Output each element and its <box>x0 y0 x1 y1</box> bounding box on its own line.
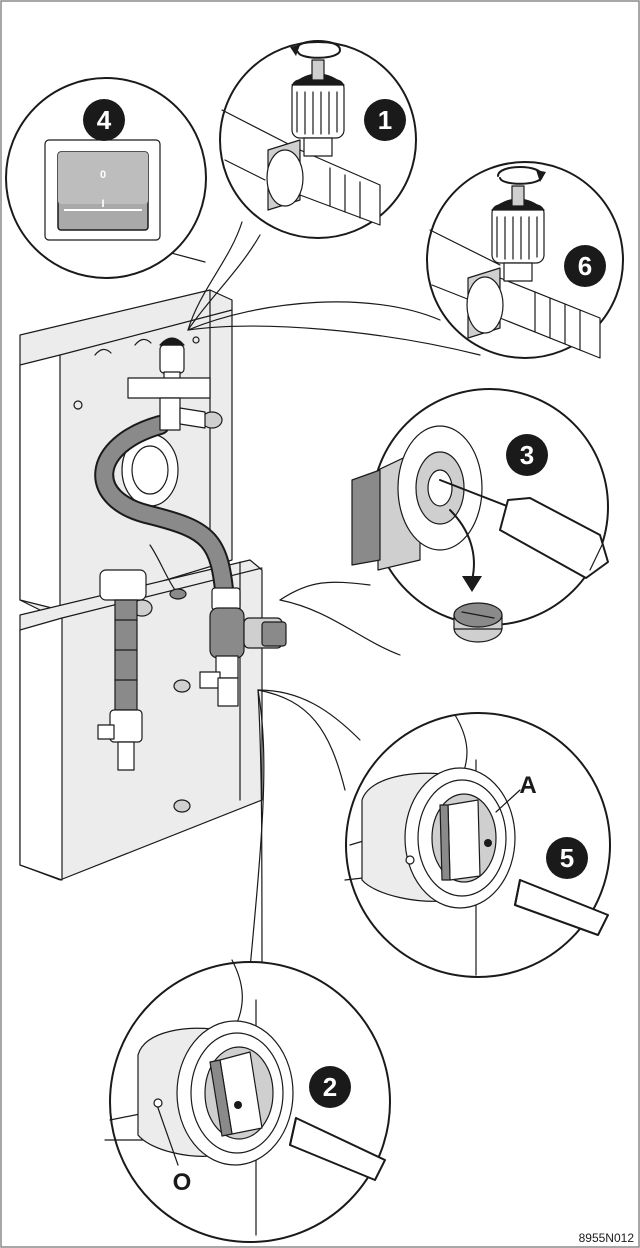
callout-2-shaft-position-o: O <box>105 960 390 1242</box>
step-number-4: 4 <box>97 105 112 135</box>
step-number-3: 3 <box>520 440 534 470</box>
step-badge-2: 2 <box>309 1066 351 1108</box>
air-vent-body-6 <box>492 205 544 263</box>
step-number-5: 5 <box>560 843 574 873</box>
step-badge-1: 1 <box>364 99 406 141</box>
removed-plug-icon <box>454 603 502 642</box>
position-a-label: A <box>519 772 536 799</box>
step-number-2: 2 <box>323 1072 337 1102</box>
step-number-6: 6 <box>578 251 592 281</box>
step-badge-3: 3 <box>506 434 548 476</box>
reference-code: 8955N012 <box>579 1231 635 1245</box>
switch-off-label: 0 <box>100 169 106 181</box>
switch-on-label: I <box>101 198 104 210</box>
air-vent-body <box>292 80 344 138</box>
step-badge-5: 5 <box>546 837 588 879</box>
step-number-1: 1 <box>378 105 392 135</box>
position-o-label: O <box>173 1169 192 1196</box>
step-badge-6: 6 <box>564 245 606 287</box>
step-badge-4: 4 <box>83 99 125 141</box>
callout-3-pump-plug <box>352 389 608 642</box>
